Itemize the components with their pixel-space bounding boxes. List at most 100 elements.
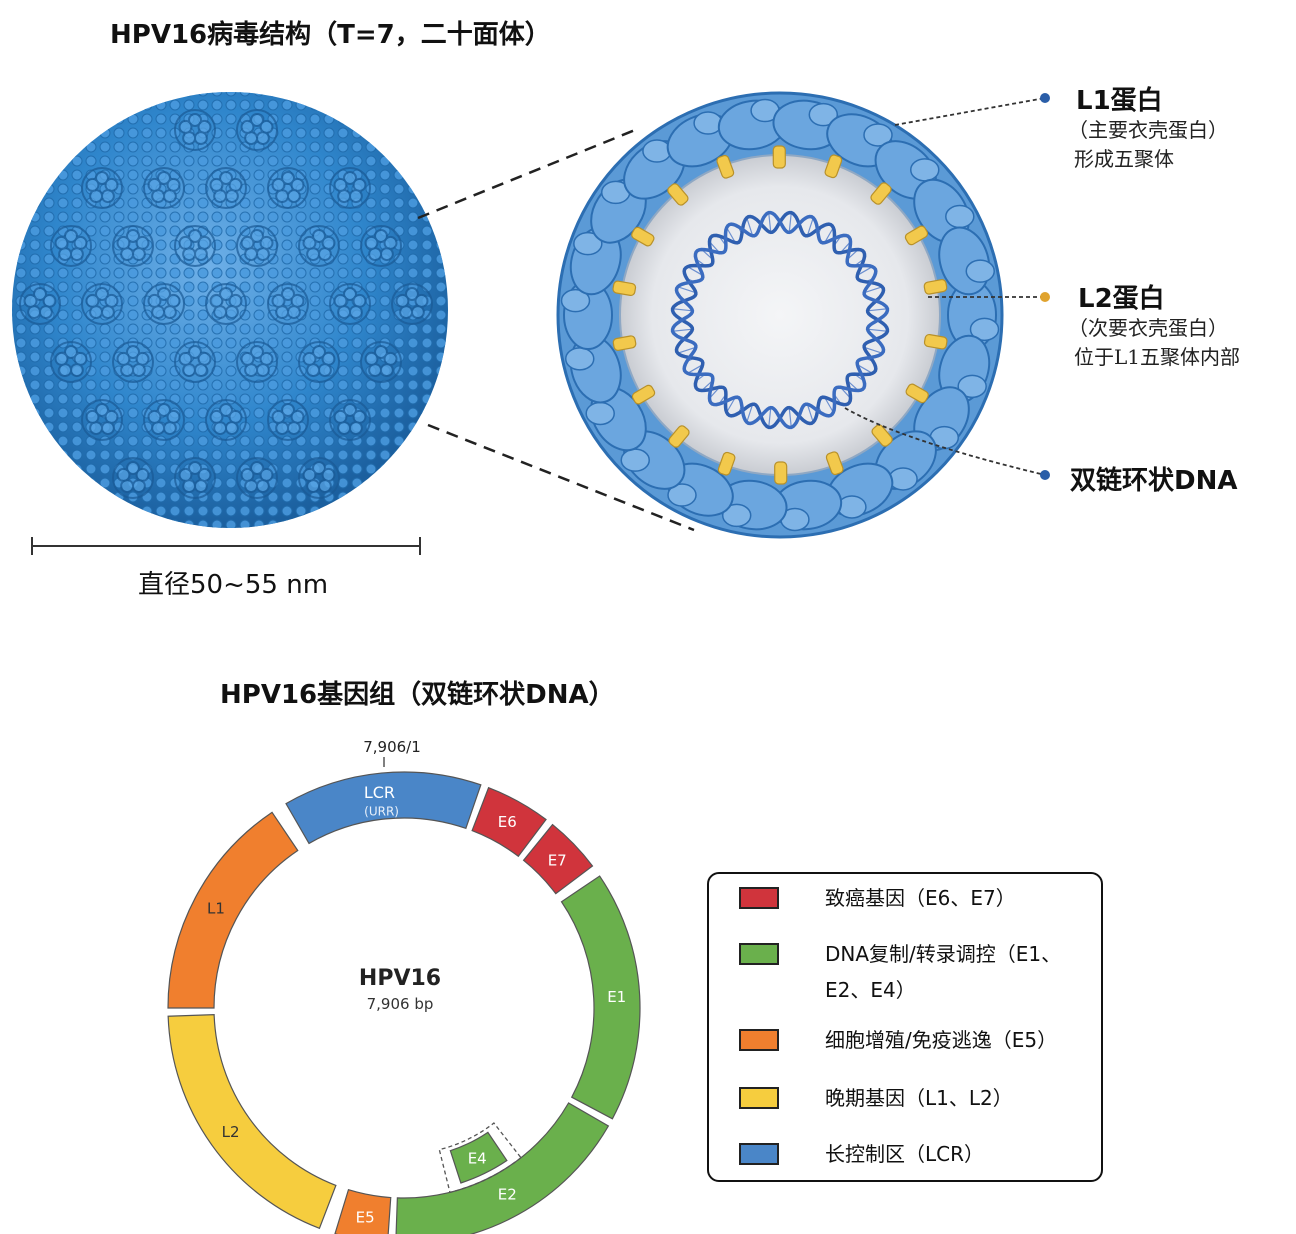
capsomer-subunit bbox=[333, 177, 348, 192]
capsomer-subunit bbox=[337, 189, 352, 204]
capsomer-subunit bbox=[250, 229, 264, 243]
capsomer-subunit bbox=[27, 305, 42, 320]
capsomer-subunit bbox=[178, 351, 193, 366]
dna-base-pair bbox=[867, 328, 888, 332]
capsomer-subunit bbox=[178, 467, 193, 482]
l2-protein bbox=[717, 451, 736, 476]
capsomer-subunit bbox=[240, 351, 255, 366]
capsomer-subunit bbox=[306, 247, 321, 262]
capsomer-subunit bbox=[157, 287, 171, 301]
l1-subunit bbox=[667, 483, 697, 507]
l2-marker-dot bbox=[1040, 292, 1050, 302]
pentamer-rosette bbox=[205, 167, 247, 209]
l2-desc-2: 位于L1五聚体内部 bbox=[1074, 345, 1241, 369]
capsomer-subunit bbox=[219, 171, 233, 185]
pentamer-rosette bbox=[81, 167, 123, 209]
capsomer-subunit bbox=[306, 479, 321, 494]
capsomer-subunit bbox=[131, 363, 146, 378]
l1-subunit bbox=[945, 204, 975, 229]
dna-base-pair bbox=[677, 346, 697, 354]
l1-desc-1: （主要衣壳蛋白） bbox=[1068, 118, 1228, 142]
l2-protein bbox=[772, 145, 786, 169]
dna-base-pair bbox=[687, 266, 703, 276]
capsomer-subunit bbox=[182, 247, 197, 262]
capsomer-subunit bbox=[240, 119, 255, 134]
capsomer-subunit bbox=[281, 403, 295, 417]
capsomer-subunit bbox=[259, 235, 274, 250]
l1-subunit bbox=[642, 139, 672, 163]
l1-subunit bbox=[560, 288, 591, 313]
capsomer-subunit bbox=[85, 293, 100, 308]
capsomer-subunit bbox=[95, 287, 109, 301]
capsomer-subunit bbox=[368, 247, 383, 262]
capsomer-subunit bbox=[166, 409, 181, 424]
genome-label-e5: E5 bbox=[356, 1209, 375, 1227]
pentamer-rosette bbox=[236, 225, 278, 267]
capsomer-subunit bbox=[116, 235, 131, 250]
l1-subunit bbox=[965, 259, 996, 283]
legend-swatch-blue bbox=[739, 1143, 779, 1165]
capsomer-subunit bbox=[64, 345, 78, 359]
l1-subunit bbox=[957, 374, 987, 399]
genome-label-l1: L1 bbox=[207, 899, 225, 917]
capsomer-subunit bbox=[374, 345, 388, 359]
capsomer-subunit bbox=[306, 363, 321, 378]
capsomer-subunit bbox=[343, 403, 357, 417]
capsomer-subunit bbox=[213, 305, 228, 320]
capsomer-subunit bbox=[104, 177, 119, 192]
capsomer-subunit bbox=[219, 287, 233, 301]
capsomer-subunit bbox=[58, 247, 73, 262]
capsomer-subunit bbox=[333, 409, 348, 424]
capsomer-subunit bbox=[317, 363, 332, 378]
capsomer-subunit bbox=[64, 229, 78, 243]
capsomer-subunit bbox=[286, 305, 301, 320]
capsomer-subunit bbox=[85, 177, 100, 192]
dna-base-pair bbox=[863, 346, 883, 354]
l2-protein bbox=[667, 183, 689, 206]
l2-protein bbox=[668, 425, 690, 448]
legend-text-proliferation: 细胞增殖/免疫逃逸（E5） bbox=[825, 1028, 1058, 1052]
zoom-line-bottom bbox=[427, 423, 695, 532]
pentamer-rosette bbox=[360, 341, 402, 383]
capsomer-subunit bbox=[193, 247, 208, 262]
legend-item-lcr: 长控制区（LCR） bbox=[739, 1136, 1099, 1176]
capsomer-subunit bbox=[255, 247, 270, 262]
pentamer-rosette bbox=[236, 341, 278, 383]
l1-subunit bbox=[837, 495, 867, 519]
pentamer-rosette bbox=[112, 341, 154, 383]
capsomer-subunit bbox=[100, 305, 115, 320]
capsomer-subunit bbox=[73, 235, 88, 250]
pentamer-rosette bbox=[81, 399, 123, 441]
capsomer-subunit bbox=[259, 119, 274, 134]
capsomer-subunit bbox=[116, 351, 131, 366]
capsomer-subunit bbox=[33, 287, 47, 301]
l2-protein bbox=[923, 279, 948, 295]
capsomer-subunit bbox=[162, 189, 177, 204]
l1-marker-dot bbox=[1040, 93, 1050, 103]
origin-label: 7,906/1 bbox=[363, 738, 421, 756]
pentamer-rosette bbox=[329, 283, 371, 325]
l1-subunit bbox=[693, 111, 723, 135]
capsomer-subunit bbox=[193, 131, 208, 146]
pentamer-rosette bbox=[143, 283, 185, 325]
legend-item-replication: DNA复制/转录调控（E1、E2、E4） bbox=[739, 936, 1099, 1010]
capsomer-subunit bbox=[54, 351, 69, 366]
pentamer-rosette bbox=[174, 341, 216, 383]
capsomer-subunit bbox=[250, 113, 264, 127]
capsomer-subunit bbox=[364, 351, 379, 366]
pentamer-rosette bbox=[19, 283, 61, 325]
capsomer-subunit bbox=[290, 177, 305, 192]
l1-subunit bbox=[808, 102, 839, 127]
pentamer-rosette bbox=[205, 399, 247, 441]
l1-subunit bbox=[888, 467, 918, 491]
legend-item-late-genes: 晚期基因（L1、L2） bbox=[739, 1080, 1099, 1120]
l1-subunit bbox=[585, 401, 615, 426]
genome-segment-l1 bbox=[167, 811, 299, 1009]
dna-base-pair bbox=[746, 403, 754, 423]
dna-base-pair bbox=[863, 286, 883, 294]
diameter-label: 直径50~55 nm bbox=[138, 570, 329, 600]
capsomer-subunit bbox=[151, 189, 166, 204]
dna-base-pair bbox=[857, 266, 873, 276]
structure-illustration bbox=[12, 91, 1050, 555]
